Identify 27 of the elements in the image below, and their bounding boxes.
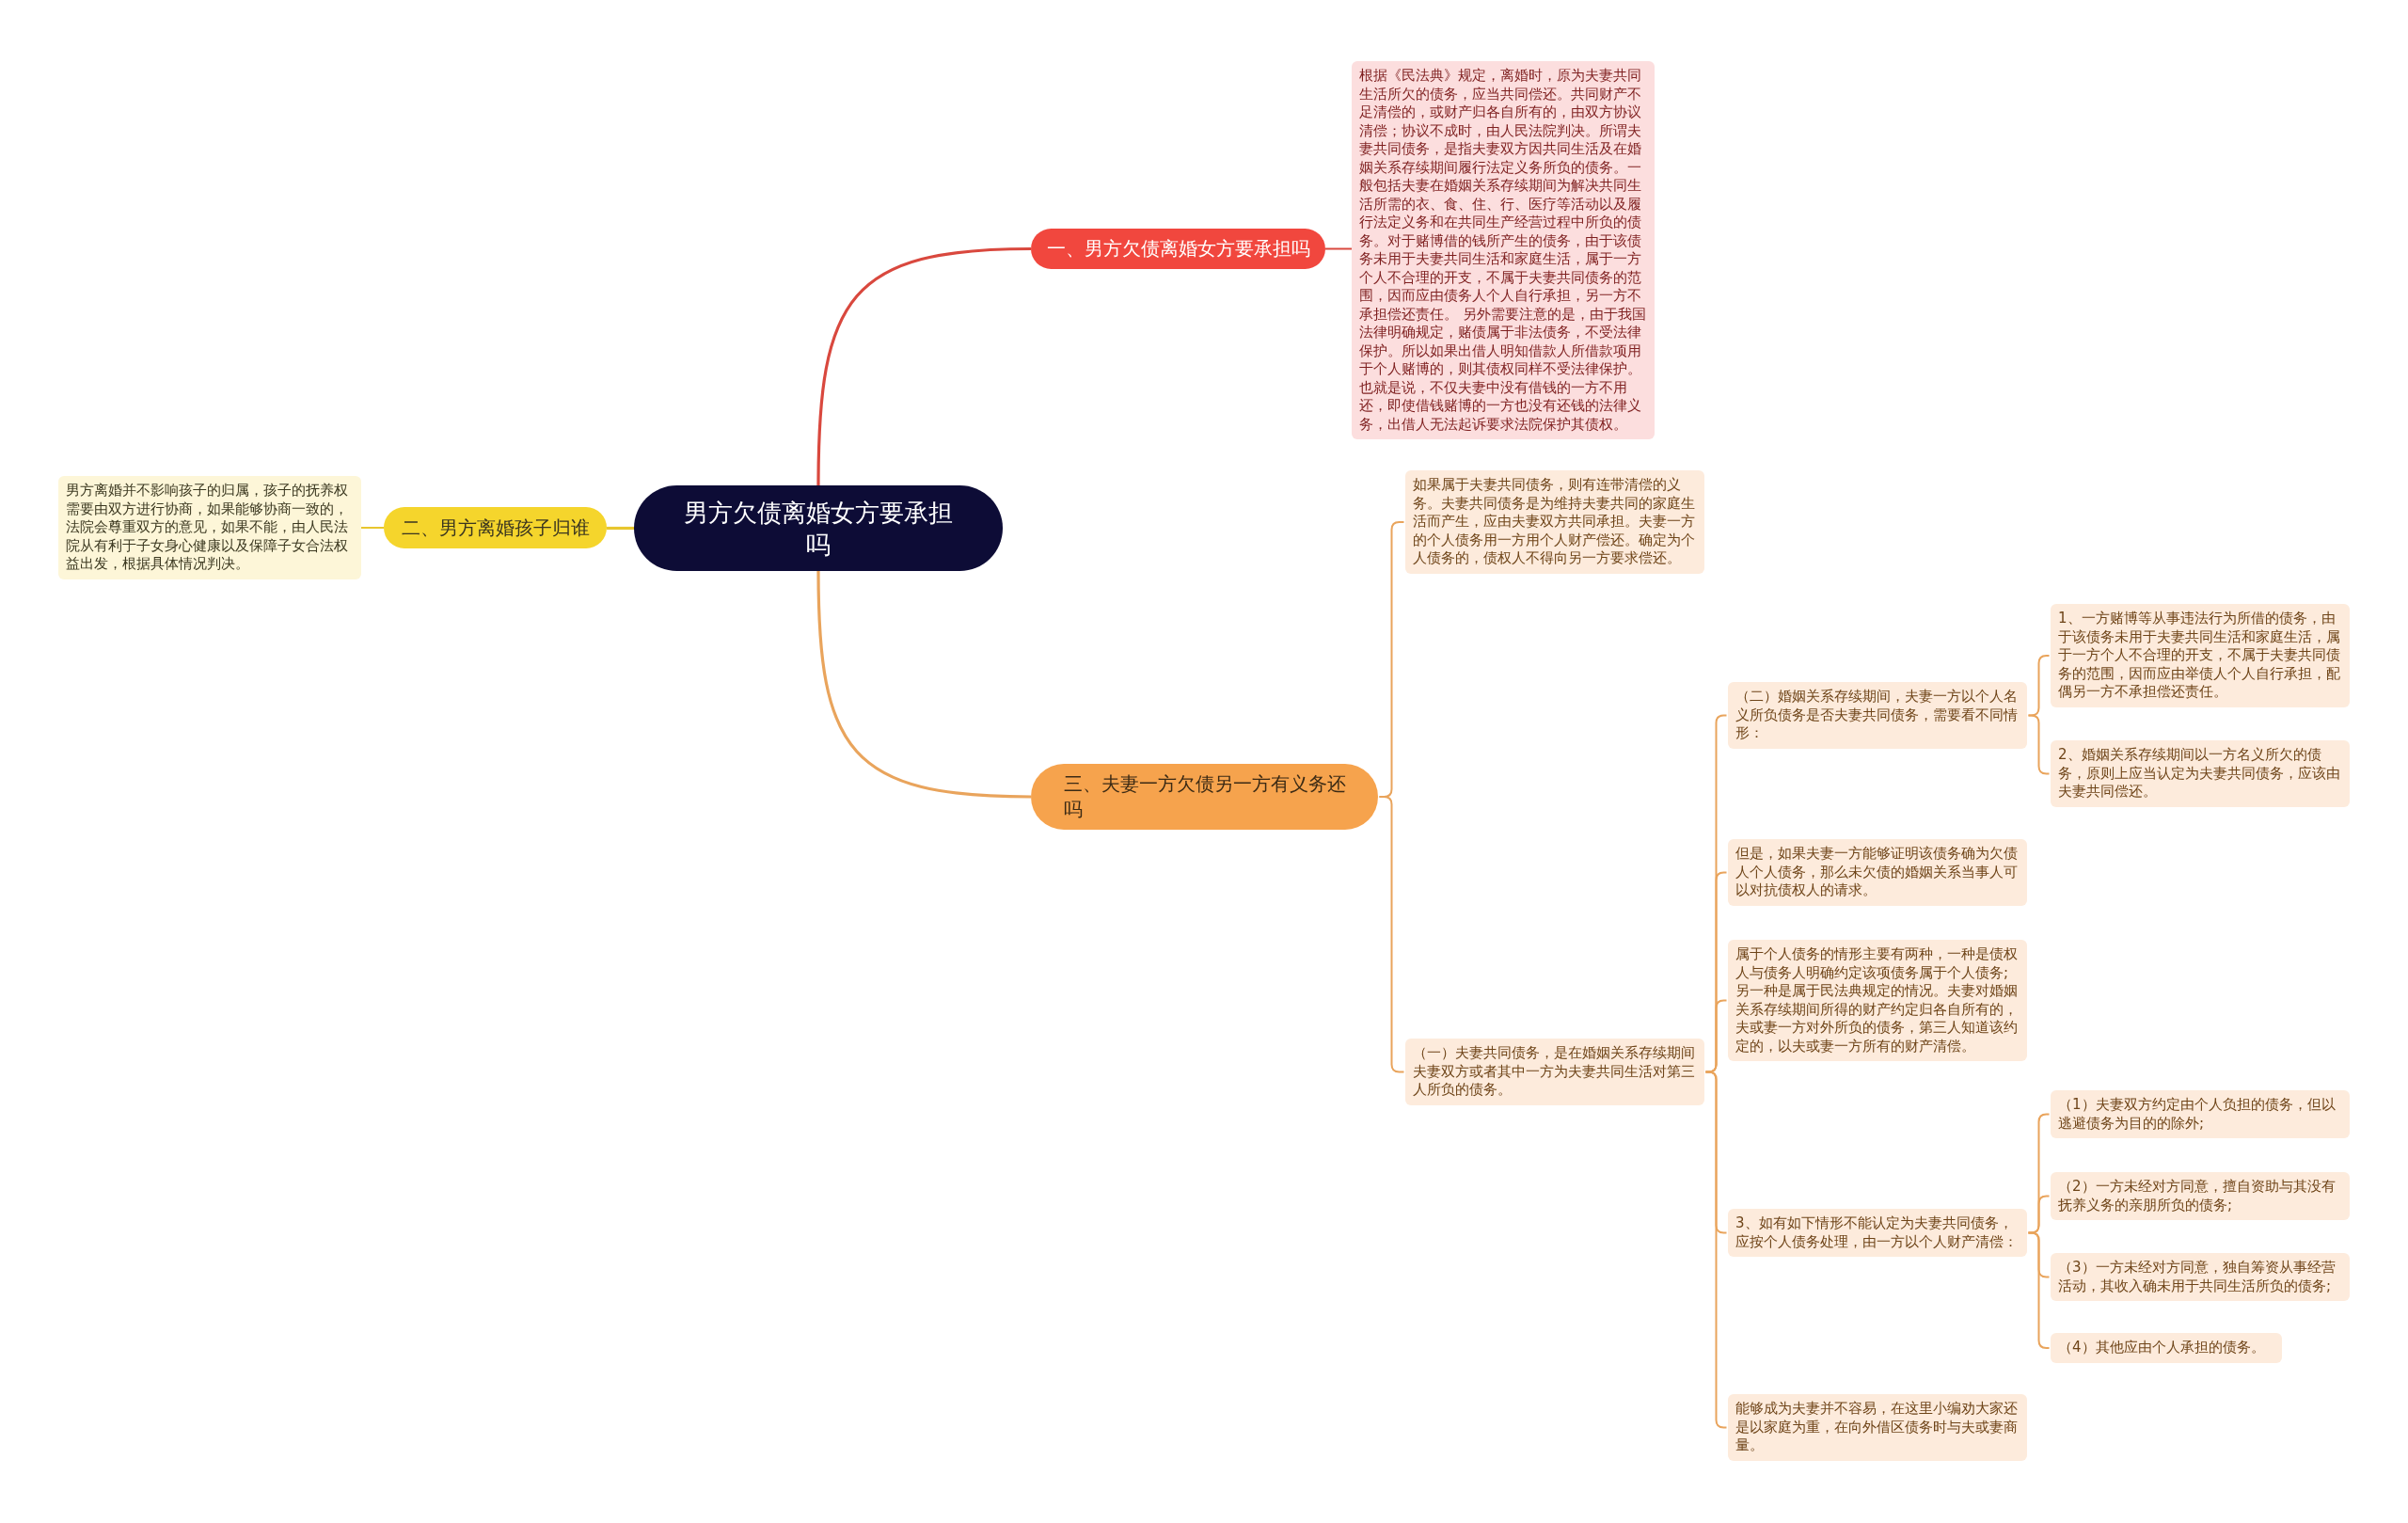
topic-note: 男方离婚并不影响孩子的归属，孩子的抚养权需要由双方进行协商，如果能够协商一致的，法院会尊重双方的意见，如果不能，由人民法院从有利于子女身心健康以及保障子女合法权益出发，根据具体情况判决。 [58,476,361,579]
topic-note: （1）夫妻双方约定由个人负担的债务，但以逃避债务为目的的除外; [2051,1090,2350,1138]
central-topic: 男方欠债离婚女方要承担吗 [634,485,1003,571]
topic-note: 能够成为夫妻并不容易，在这里小编劝大家还是以家庭为重，在向外借区债务时与夫或妻商量。 [1728,1394,2027,1461]
branch-topic: 二、男方离婚孩子归谁 [384,507,607,548]
connector-line [1704,1071,1728,1429]
topic-note: 1、一方赌博等从事违法行为所借的债务，由于该债务未用于夫妻共同生活和家庭生活，属于一方个人不合理的开支，不属于夫妻共同债务的范围，因而应由举债人个人自行承担，配偶另一方不承担偿还责任。 [2051,604,2350,707]
branch-topic: 一、男方欠债离婚女方要承担吗 [1031,229,1325,269]
topic-note: （4）其他应由个人承担的债务。 [2051,1333,2282,1363]
topic-note: 根据《民法典》规定，离婚时，原为夫妻共同生活所欠的债务，应当共同偿还。共同财产不足清偿的，或财产归各自所有的，由双方协议清偿；协议不成时，由人民法院判决。所谓夫妻共同债务，是指夫妻双方因共同生活及在婚姻关系存续期间履行法定义务所负的债务。一般包括夫妻在婚姻关系存续期间为解决共同生活所需的衣、食、住、行、医疗等活动以及履行法定义务和在共同生产经营过程中所负的债务。对于赌博借的钱所产生的债务，由于该债务未用于夫妻共同生活和家庭生活，属于一方个人不合理的开支，不属于夫妻共同债务的范围，因而应由债务人个人自行承担，另一方不承担偿还责任。 另外需要注意的是，由于我国法律明确规定，赌债属于非法债务，不受法律保护。所以如果出借人明知借款人所借款项用于个人赌博的，则其债权同样不受法律保护。也就是说，不仅夫妻中没有借钱的一方不用还，即使借钱赌博的一方也没有还钱的法律义务，出借人无法起诉要求法院保护其债权。 [1352,61,1655,439]
connector-line [816,570,1032,799]
topic-note: 如果属于夫妻共同债务，则有连带清偿的义务。夫妻共同债务是为维持夫妻共同的家庭生活而产生，应由夫妻双方共同承担。夫妻一方的个人债务用一方用个人财产偿还。确定为个人债务的，债权人不得向另一方要求偿还。 [1405,470,1704,574]
connector-line [2027,1231,2051,1349]
topic-note: （二）婚姻关系存续期间，夫妻一方以个人名义所负债务是否夫妻共同债务，需要看不同情形： [1728,682,2027,749]
topic-note: 2、婚姻关系存续期间以一方名义所欠的债务，原则上应当认定为夫妻共同债务，应该由夫妻共同偿还。 [2051,740,2350,807]
topic-note: 但是，如果夫妻一方能够证明该债务确为欠债人个人债务，那么未欠债的婚姻关系当事人可以对抗债权人的请求。 [1728,839,2027,906]
connector-line [360,527,385,529]
topic-note: （3）一方未经对方同意，独自筹资从事经营活动，其收入确未用于共同生活所负的债务; [2051,1253,2350,1301]
connector-line [2027,714,2051,775]
topic-note: 属于个人债务的情形主要有两种，一种是债权人与债务人明确约定该项债务属于个人债务;另一种是属于民法典规定的情况。夫妻对婚姻关系存续期间所得的财产约定归各自所有的，夫或妻一方对外所负的债务，第三人知道该约定的，以夫或妻一方所有的财产清偿。 [1728,940,2027,1061]
connector-line [607,526,634,531]
topic-note: （一）夫妻共同债务，是在婚姻关系存续期间夫妻双方或者其中一方为夫妻共同生活对第三人所负的债务。 [1405,1039,1704,1105]
branch-topic: 三、夫妻一方欠债另一方有义务还吗 [1031,764,1378,830]
connector-line [816,246,1032,486]
topic-note: 3、如有如下情形不能认定为夫妻共同债务，应按个人债务处理，由一方以个人财产清偿： [1728,1209,2027,1257]
topic-note: （2）一方未经对方同意，擅自资助与其没有抚养义务的亲朋所负的债务; [2051,1172,2350,1220]
connector-line [1324,247,1353,250]
